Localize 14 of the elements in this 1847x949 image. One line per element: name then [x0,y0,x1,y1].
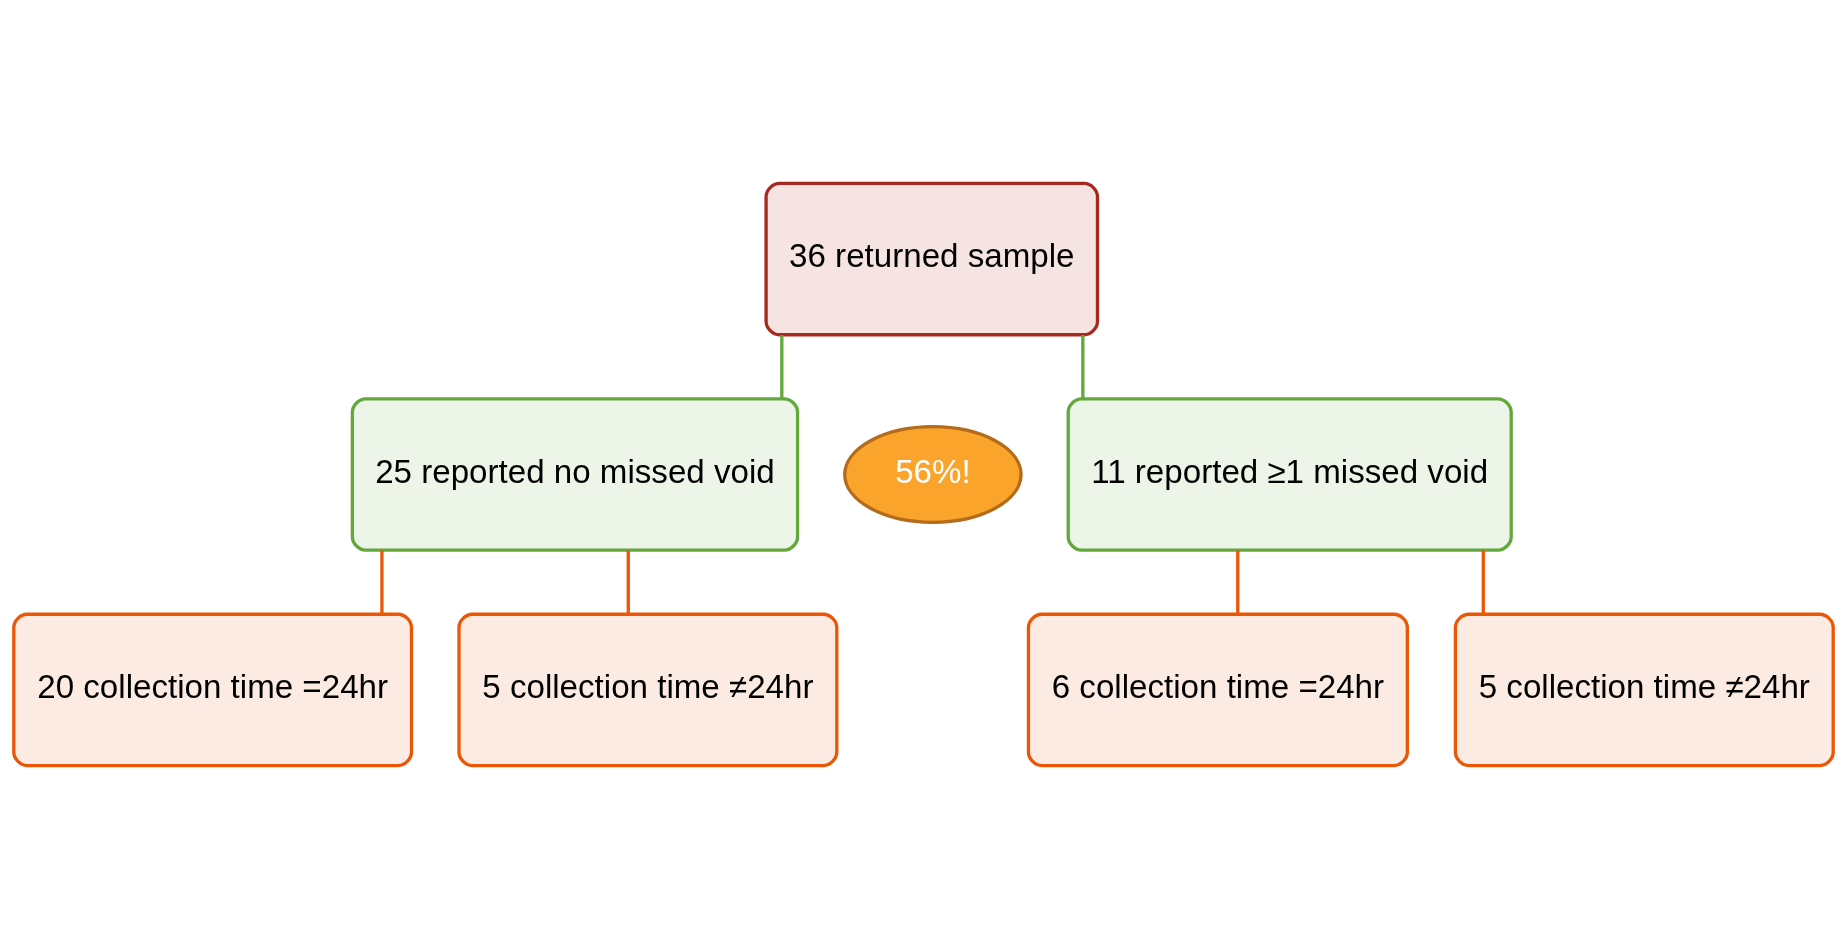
node-box: 11 reported ≥1 missed void [1066,397,1513,552]
node-box: 5 collection time ≠24hr [457,612,839,768]
connector [1481,550,1485,614]
node-box: 5 collection time ≠24hr [1453,612,1835,768]
node-box: 6 collection time =24hr [1026,612,1409,768]
node-box: 36 returned sample [764,181,1100,337]
connector [1236,550,1240,614]
connector [780,335,784,399]
connector [380,550,384,614]
node-box: 25 reported no missed void [350,397,800,552]
node-ellipse: 56%! [843,425,1023,524]
node-box: 20 collection time =24hr [12,612,414,768]
connector [626,550,630,614]
connector [1081,335,1085,399]
